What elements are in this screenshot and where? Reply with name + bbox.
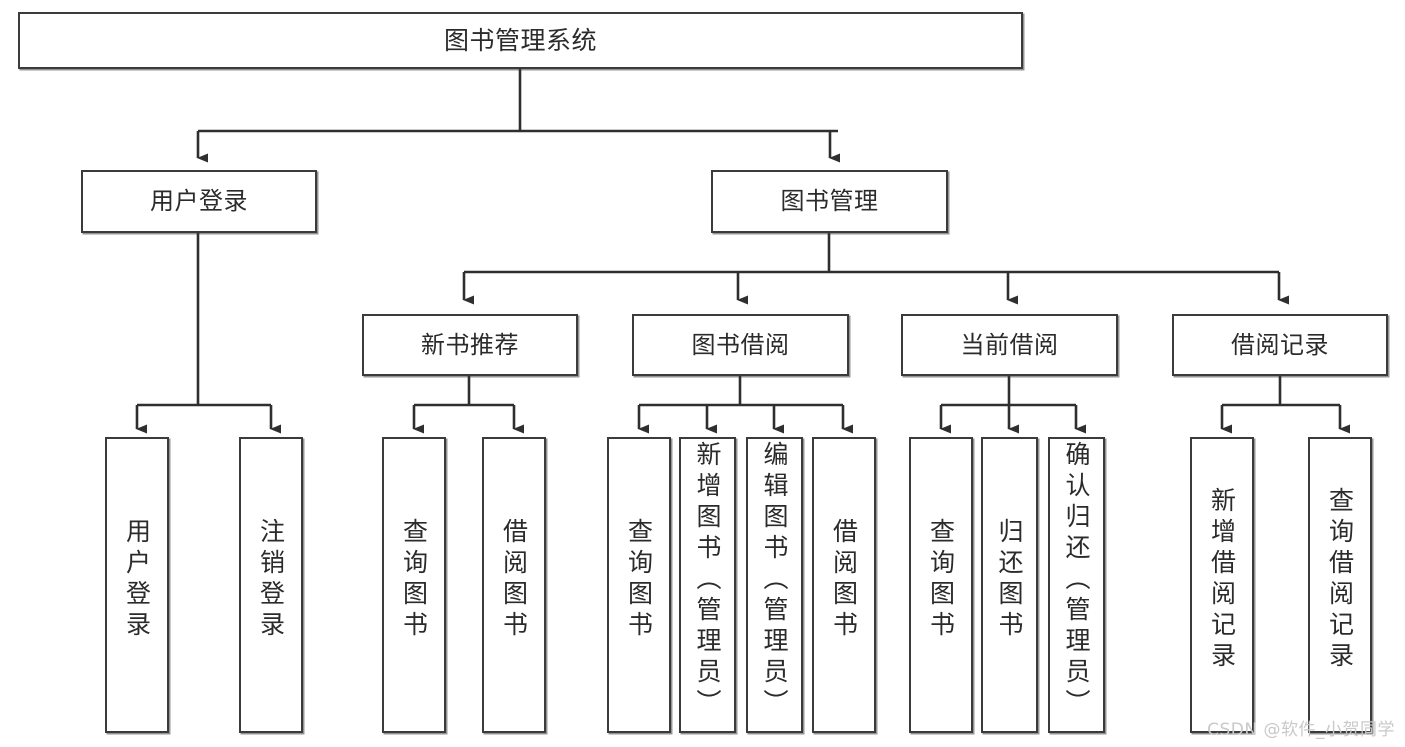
node-label: 归还图书: [995, 518, 1024, 642]
node-label: 新增借阅记录: [1207, 487, 1237, 673]
node-book-management[interactable]: 图书管理: [711, 170, 948, 233]
leaf-new-book-query-book[interactable]: 查询图书: [382, 437, 446, 733]
node-label: 查询图书: [624, 518, 654, 642]
node-label: 新增图书（管理员）: [693, 440, 722, 720]
node-label: 图书借阅: [691, 330, 790, 359]
node-label: 用户登录: [150, 187, 248, 216]
leaf-current-borrow-return-book[interactable]: 归还图书: [981, 437, 1038, 733]
node-label: 借阅图书: [829, 518, 859, 642]
leaf-current-borrow-query-book[interactable]: 查询图书: [909, 437, 973, 733]
leaf-book-borrow-edit-book-admin[interactable]: 编辑图书（管理员）: [746, 437, 803, 733]
node-label: 查询借阅记录: [1325, 487, 1355, 673]
node-label: 新书推荐: [421, 330, 519, 359]
node-new-book-recommend[interactable]: 新书推荐: [362, 314, 578, 376]
leaf-user-login-logout[interactable]: 注销登录: [239, 437, 303, 733]
node-label: 用户登录: [122, 518, 152, 642]
leaf-borrow-record-add-record[interactable]: 新增借阅记录: [1190, 437, 1254, 733]
leaf-borrow-record-query-record[interactable]: 查询借阅记录: [1308, 437, 1372, 733]
node-label: 查询图书: [926, 518, 956, 642]
node-label: 查询图书: [399, 518, 429, 642]
node-label: 借阅图书: [499, 518, 529, 642]
leaf-user-login-login[interactable]: 用户登录: [105, 437, 169, 733]
watermark-text: CSDN @软件_小贺同学: [1207, 720, 1395, 740]
leaf-new-book-borrow-book[interactable]: 借阅图书: [482, 437, 546, 733]
node-book-borrow[interactable]: 图书借阅: [632, 314, 849, 376]
node-label: 当前借阅: [960, 330, 1059, 359]
leaf-current-borrow-confirm-return-admin[interactable]: 确认归还（管理员）: [1048, 437, 1105, 733]
node-borrow-record[interactable]: 借阅记录: [1172, 314, 1388, 376]
node-user-login[interactable]: 用户登录: [81, 170, 317, 233]
node-label: 注销登录: [256, 518, 286, 642]
node-label: 图书管理系统: [443, 25, 597, 55]
leaf-book-borrow-query-book[interactable]: 查询图书: [607, 437, 671, 733]
node-label: 图书管理: [780, 187, 879, 216]
node-label: 借阅记录: [1231, 330, 1329, 359]
node-current-borrow[interactable]: 当前借阅: [901, 314, 1118, 376]
leaf-book-borrow-borrow-book[interactable]: 借阅图书: [812, 437, 876, 733]
node-root-system[interactable]: 图书管理系统: [18, 12, 1023, 69]
leaf-book-borrow-add-book-admin[interactable]: 新增图书（管理员）: [679, 437, 736, 733]
node-label: 编辑图书（管理员）: [760, 440, 789, 720]
node-label: 确认归还（管理员）: [1062, 440, 1091, 720]
